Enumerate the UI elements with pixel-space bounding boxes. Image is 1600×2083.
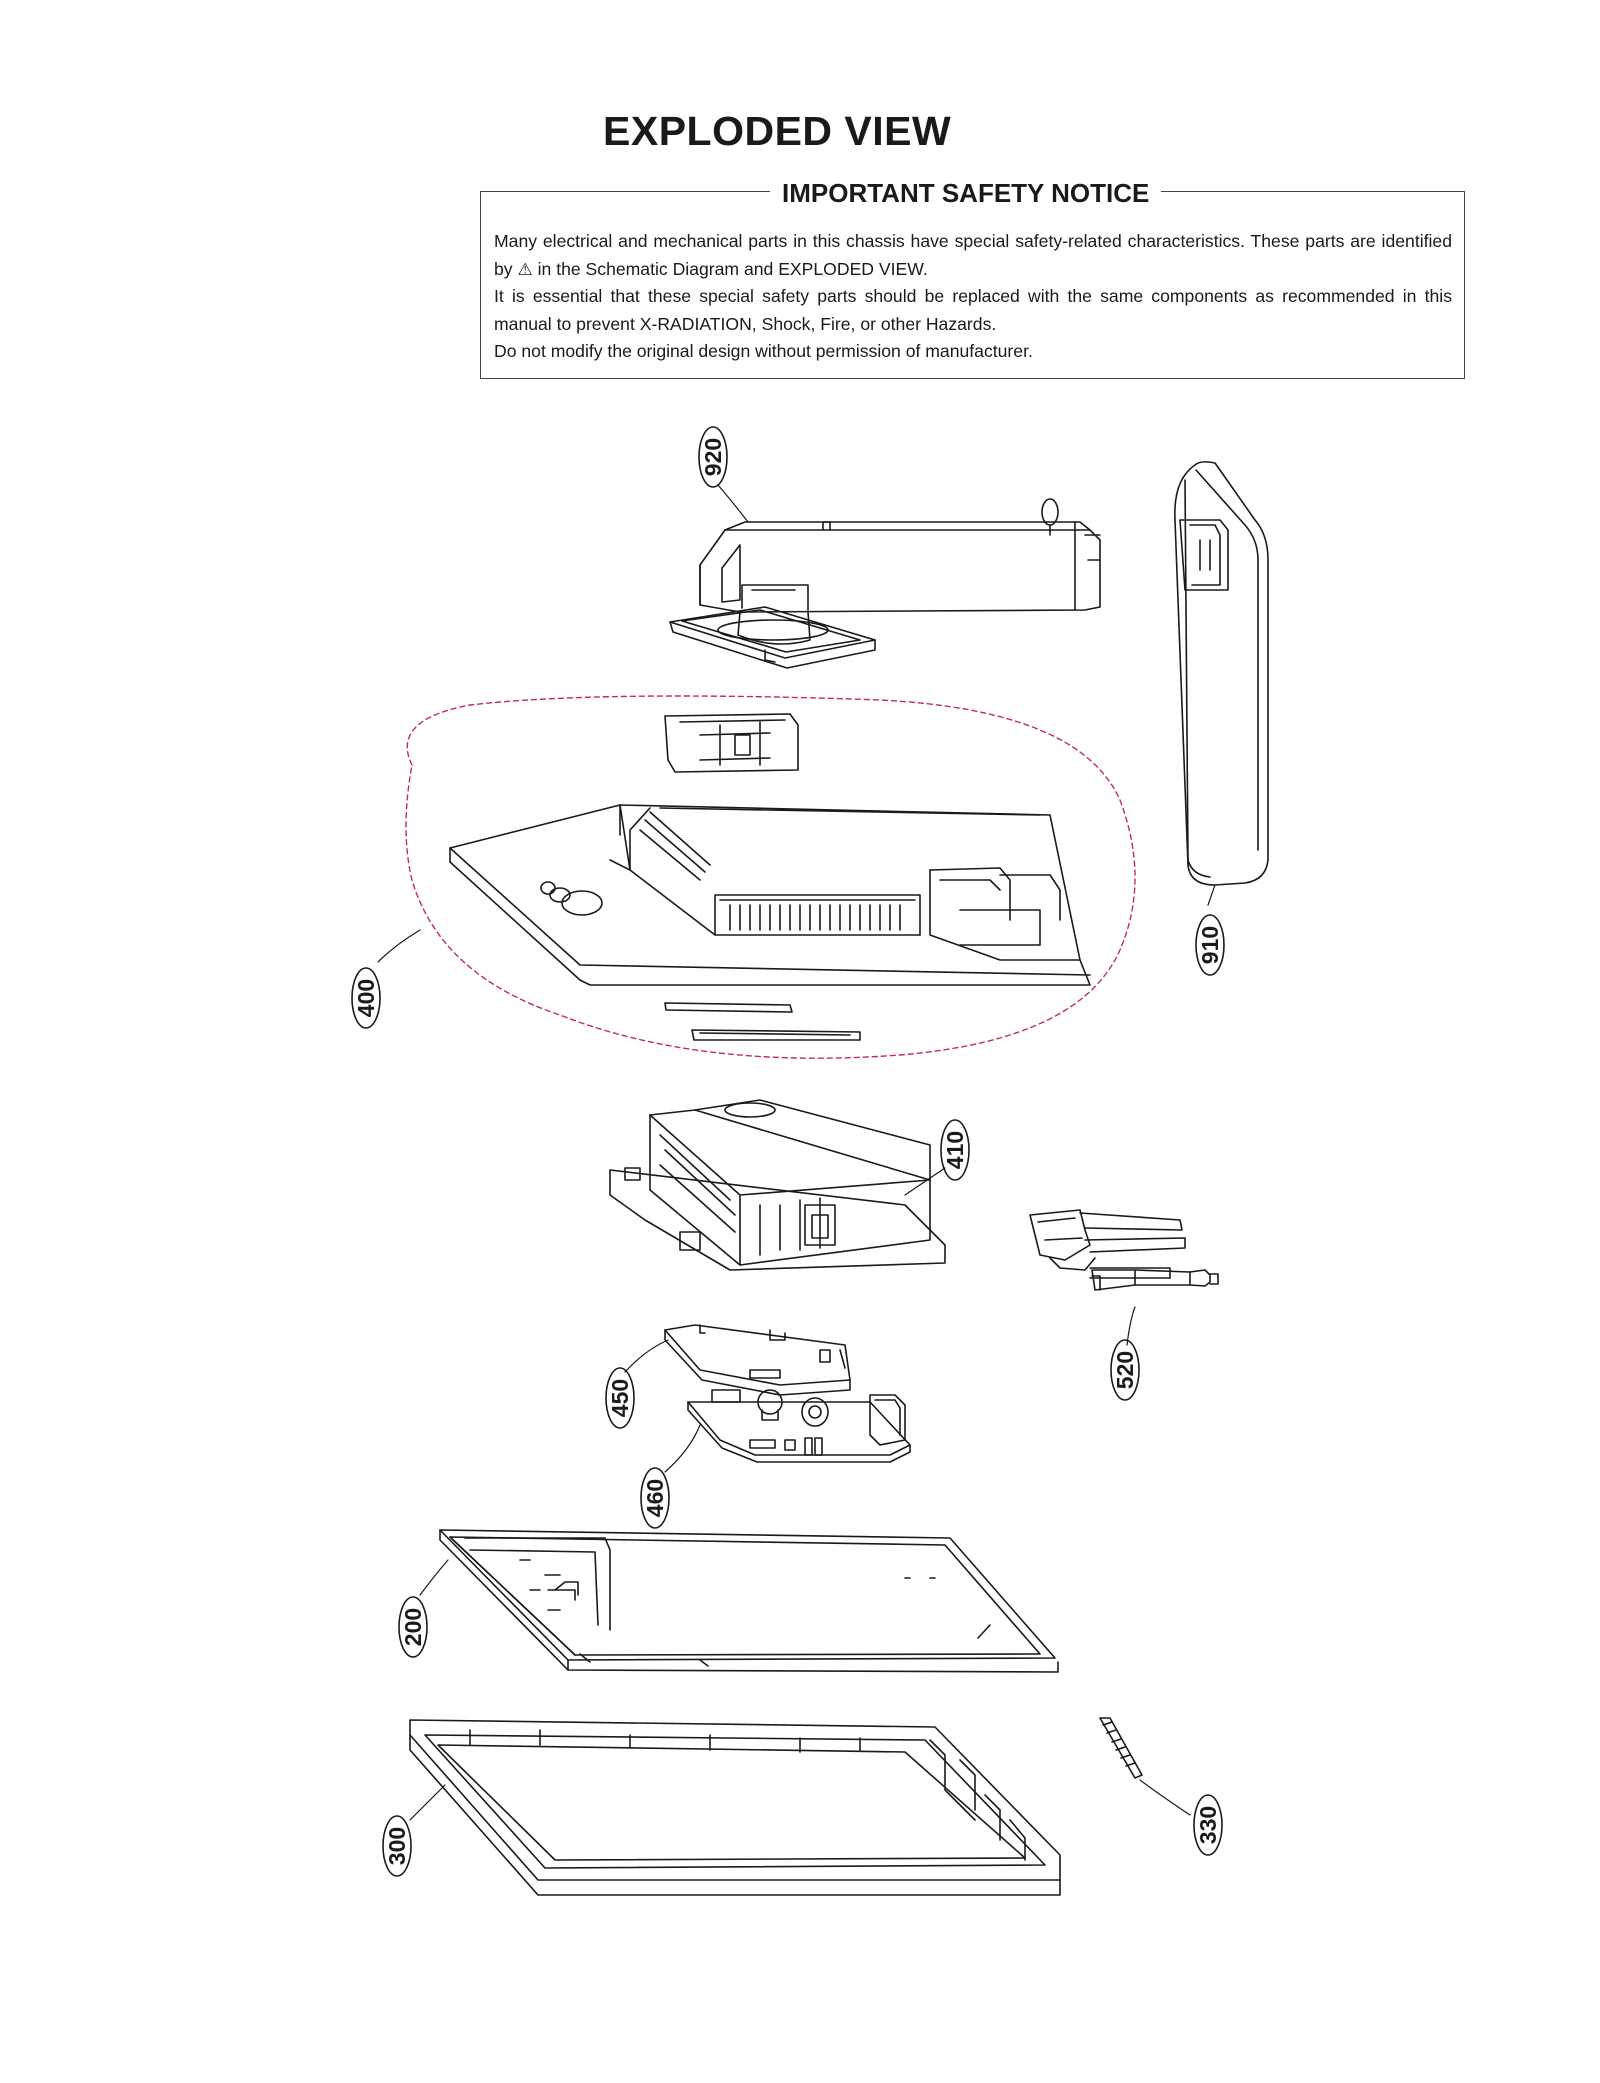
callout-400-label: 400 — [353, 979, 379, 1017]
part-200-lcd-module — [439, 1529, 1059, 1673]
notice-paragraph-3: Do not modify the original design withou… — [494, 341, 1033, 361]
callout-330-label: 330 — [1195, 1806, 1221, 1844]
notice-text-1a: Many electrical and mechanical parts in … — [494, 231, 1452, 279]
leader-400 — [377, 929, 421, 963]
callout-520-label: 520 — [1112, 1351, 1138, 1389]
part-920-stand — [669, 498, 1101, 669]
leader-460 — [664, 1424, 701, 1473]
callout-leaders — [377, 484, 1216, 1821]
notice-text-1b: in the Schematic Diagram and EXPLODED VI… — [537, 258, 928, 279]
part-450-board — [664, 1324, 851, 1396]
warning-triangle-icon: ⚠ — [517, 259, 533, 279]
callout-910: 910 — [1195, 914, 1225, 976]
callout-460: 460 — [640, 1467, 670, 1529]
leader-920 — [717, 484, 749, 523]
callout-920-label: 920 — [700, 438, 726, 476]
page-title: EXPLODED VIEW — [603, 108, 952, 154]
callout-520: 520 — [1110, 1339, 1140, 1401]
leader-200 — [419, 1559, 449, 1596]
group-outline — [405, 695, 1136, 1059]
leader-410 — [904, 1167, 946, 1196]
callout-450: 450 — [605, 1367, 635, 1429]
leader-330 — [1139, 1779, 1191, 1816]
part-400-group — [405, 695, 1136, 1059]
callout-400: 400 — [351, 967, 381, 1029]
leader-910 — [1207, 884, 1216, 906]
callout-200: 200 — [398, 1596, 428, 1658]
part-460-board — [687, 1389, 911, 1463]
callout-300-label: 300 — [384, 1827, 410, 1865]
part-910-back-cover — [1174, 461, 1269, 886]
callout-910-label: 910 — [1197, 926, 1223, 964]
leader-520 — [1126, 1306, 1136, 1346]
callout-410: 410 — [940, 1119, 970, 1181]
callout-410-label: 410 — [942, 1131, 968, 1169]
leader-300 — [409, 1784, 446, 1821]
callout-200-label: 200 — [400, 1608, 426, 1646]
part-300-front-bezel — [409, 1719, 1061, 1896]
part-520-cables — [1029, 1209, 1219, 1291]
safety-notice-body: Many electrical and mechanical parts in … — [494, 228, 1452, 366]
leader-450 — [624, 1339, 669, 1373]
notice-paragraph-2: It is essential that these special safet… — [494, 286, 1452, 334]
safety-notice-title: IMPORTANT SAFETY NOTICE — [770, 178, 1162, 209]
part-330-small-part — [1099, 1717, 1143, 1779]
callout-450-label: 450 — [607, 1379, 633, 1417]
callout-460-label: 460 — [642, 1479, 668, 1517]
notice-paragraph-1: Many electrical and mechanical parts in … — [494, 228, 1452, 283]
callout-300: 300 — [382, 1815, 412, 1877]
callout-920: 920 — [698, 426, 728, 488]
part-410-shield-box — [609, 1099, 946, 1271]
callout-330: 330 — [1193, 1794, 1223, 1856]
